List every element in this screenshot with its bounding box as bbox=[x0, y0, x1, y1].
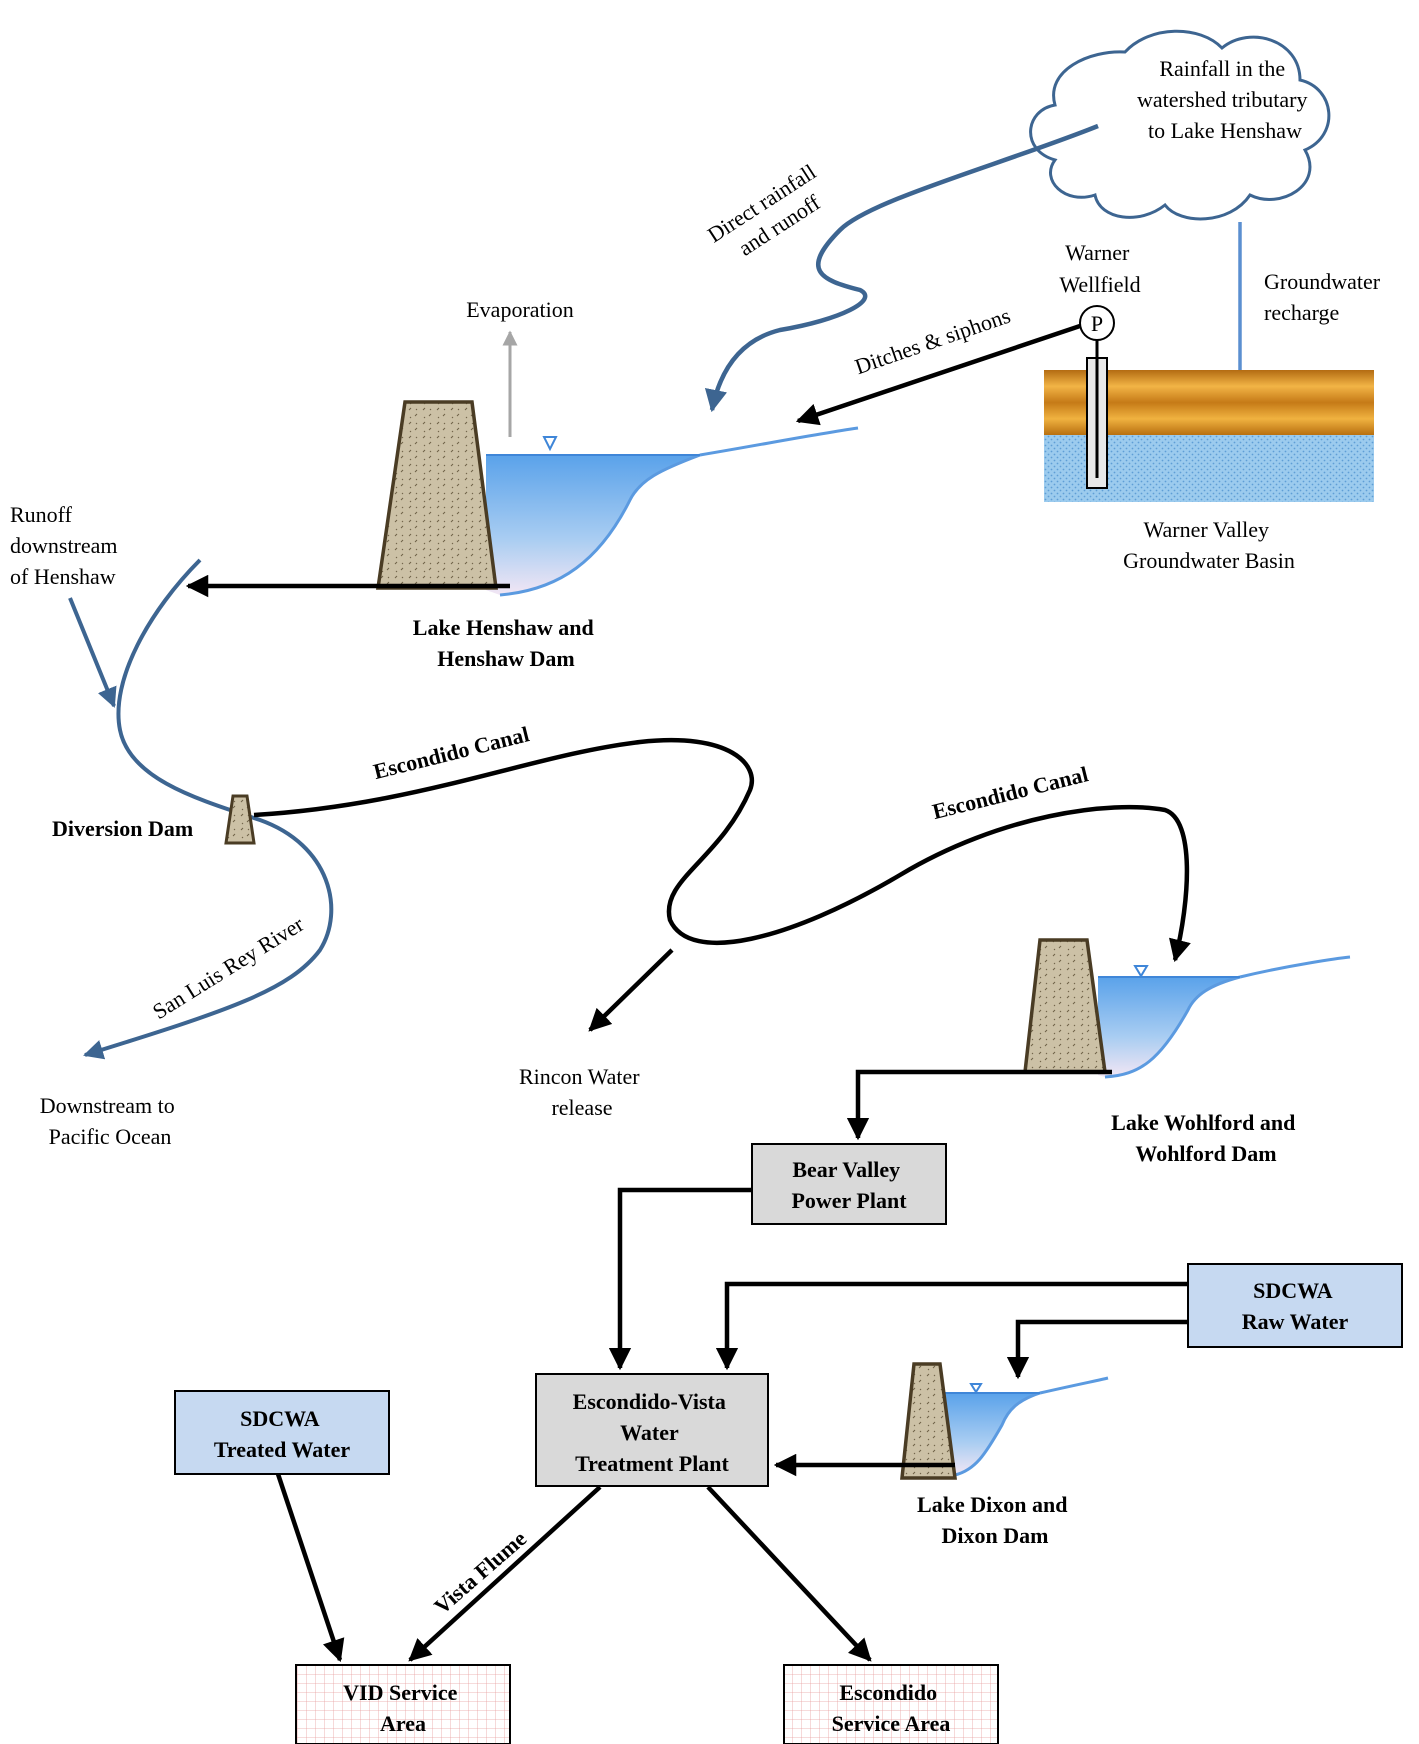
wellfield-label: Warner Wellfield bbox=[1059, 240, 1140, 297]
ditches-siphons-flow bbox=[795, 323, 1081, 426]
pump-icon bbox=[1079, 305, 1115, 341]
runoff-line-1: Runoff bbox=[10, 502, 73, 527]
wellfield-line-1: Warner bbox=[1065, 240, 1130, 265]
lake-henshaw bbox=[375, 400, 859, 597]
cloud-text: Rainfall in the watershed tributary to L… bbox=[1137, 56, 1313, 143]
bear-valley-power-plant: Bear Valley Power Plant bbox=[751, 1143, 947, 1225]
downstream-line-1: Downstream to bbox=[40, 1093, 175, 1118]
escondido-canal-label-1: Escondido Canal bbox=[371, 721, 532, 784]
henshaw-line-2: Henshaw Dam bbox=[437, 646, 575, 671]
sdcwa-treated-line-2: Treated Water bbox=[214, 1437, 350, 1462]
escondido-vista-treatment-plant: Escondido-Vista Water Treatment Plant bbox=[535, 1373, 769, 1487]
groundwater-recharge-label: Groundwater recharge bbox=[1264, 269, 1386, 325]
dixon-line-2: Dixon Dam bbox=[942, 1523, 1049, 1548]
wohlford-line-2: Wohlford Dam bbox=[1135, 1141, 1276, 1166]
groundwater-recharge-line-1: Groundwater bbox=[1264, 269, 1381, 294]
cloud-line-3: to Lake Henshaw bbox=[1148, 118, 1302, 143]
wohlford-dam-icon bbox=[1023, 938, 1108, 1074]
sdcwa-treated-text: SDCWA Treated Water bbox=[214, 1406, 350, 1462]
diversion-dam-label: Diversion Dam bbox=[52, 816, 193, 841]
sdcwa-treated-line-1: SDCWA bbox=[240, 1406, 320, 1431]
pump-symbol: P bbox=[1091, 311, 1103, 336]
escondido-service-text: Escondido Service Area bbox=[832, 1680, 951, 1736]
sdcwa-raw-water: SDCWA Raw Water bbox=[1187, 1263, 1403, 1348]
basin-label: Warner Valley Groundwater Basin bbox=[1123, 517, 1295, 573]
rincon-release-flow bbox=[588, 948, 674, 1032]
basin-line-1: Warner Valley bbox=[1144, 517, 1270, 542]
treatment-plant-text: Escondido-Vista Water Treatment Plant bbox=[573, 1389, 732, 1476]
bear-valley-line-1: Bear Valley bbox=[792, 1157, 900, 1182]
sdcwa-raw-to-dixon-flow bbox=[1006, 1319, 1188, 1380]
bear-valley-line-2: Power Plant bbox=[791, 1188, 907, 1213]
diversion-dam-icon bbox=[224, 794, 256, 845]
runoff-downstream-flow bbox=[68, 597, 117, 708]
wohlford-label: Lake Wohlford and Wohlford Dam bbox=[1111, 1110, 1301, 1166]
cloud-line-1: Rainfall in the bbox=[1159, 56, 1285, 81]
bear-valley-to-treatment-flow bbox=[608, 1187, 752, 1371]
wellfield-line-2: Wellfield bbox=[1059, 272, 1140, 297]
treatment-line-3: Treatment Plant bbox=[575, 1451, 729, 1476]
vid-line-1: VID Service bbox=[343, 1680, 457, 1705]
vista-flume-flow bbox=[408, 1485, 602, 1662]
warner-wellfield-well: P bbox=[1079, 305, 1115, 489]
sdcwa-raw-line-1: SDCWA bbox=[1253, 1278, 1333, 1303]
direct-rainfall-flow bbox=[704, 123, 1099, 413]
sdcwa-raw-to-treatment-flow bbox=[715, 1281, 1188, 1371]
rincon-release-label: Rincon Water release bbox=[519, 1064, 645, 1120]
sdcwa-raw-line-2: Raw Water bbox=[1242, 1309, 1349, 1334]
henshaw-line-1: Lake Henshaw and bbox=[413, 615, 594, 640]
dixon-label: Lake Dixon and Dixon Dam bbox=[917, 1492, 1073, 1548]
sdcwa-treated-water: SDCWA Treated Water bbox=[174, 1390, 390, 1475]
water-level-icon bbox=[542, 436, 558, 452]
san-luis-rey-river bbox=[83, 558, 334, 1060]
escondido-service-area: Escondido Service Area bbox=[783, 1664, 999, 1744]
vid-line-2: Area bbox=[380, 1711, 426, 1736]
wohlford-line-1: Lake Wohlford and bbox=[1111, 1110, 1295, 1135]
bear-valley-text: Bear Valley Power Plant bbox=[791, 1157, 907, 1213]
wohlford-to-bear-valley-flow bbox=[846, 1069, 1112, 1141]
downstream-line-2: Pacific Ocean bbox=[49, 1124, 172, 1149]
escondido-line-2: Service Area bbox=[832, 1711, 951, 1736]
ditches-siphons-label: Ditches & siphons bbox=[852, 303, 1014, 380]
downstream-pacific-label: Downstream to Pacific Ocean bbox=[40, 1093, 181, 1149]
sdcwa-raw-text: SDCWA Raw Water bbox=[1242, 1278, 1349, 1334]
treatment-line-1: Escondido-Vista bbox=[573, 1389, 726, 1414]
lake-dixon bbox=[900, 1362, 1109, 1480]
runoff-downstream-label: Runoff downstream of Henshaw bbox=[10, 502, 123, 589]
groundwater-recharge-line-2: recharge bbox=[1264, 300, 1339, 325]
water-level-icon bbox=[1133, 965, 1149, 978]
lake-wohlford bbox=[1023, 938, 1351, 1079]
henshaw-label: Lake Henshaw and Henshaw Dam bbox=[413, 615, 599, 671]
vid-service-area: VID Service Area bbox=[295, 1664, 511, 1744]
sdcwa-treated-to-vid-flow bbox=[275, 1473, 345, 1663]
escondido-line-1: Escondido bbox=[839, 1680, 937, 1705]
henshaw-dam-icon bbox=[375, 400, 498, 590]
evaporation-label: Evaporation bbox=[466, 297, 574, 322]
rincon-line-2: release bbox=[551, 1095, 612, 1120]
water-level-icon bbox=[969, 1383, 983, 1394]
basin-line-2: Groundwater Basin bbox=[1123, 548, 1295, 573]
runoff-line-3: of Henshaw bbox=[10, 564, 116, 589]
escondido-canal bbox=[253, 738, 1191, 963]
vid-service-text: VID Service Area bbox=[343, 1680, 463, 1736]
cloud-line-2: watershed tributary bbox=[1137, 87, 1307, 112]
runoff-line-2: downstream bbox=[10, 533, 118, 558]
dixon-line-1: Lake Dixon and bbox=[917, 1492, 1067, 1517]
vista-flume-label: Vista Flume bbox=[429, 1526, 531, 1619]
rincon-line-1: Rincon Water bbox=[519, 1064, 640, 1089]
dixon-dam-icon bbox=[900, 1362, 957, 1480]
rainfall-cloud: Rainfall in the watershed tributary to L… bbox=[1029, 29, 1331, 221]
treatment-line-2: Water bbox=[620, 1420, 679, 1445]
treatment-to-escondido-flow bbox=[706, 1485, 872, 1662]
